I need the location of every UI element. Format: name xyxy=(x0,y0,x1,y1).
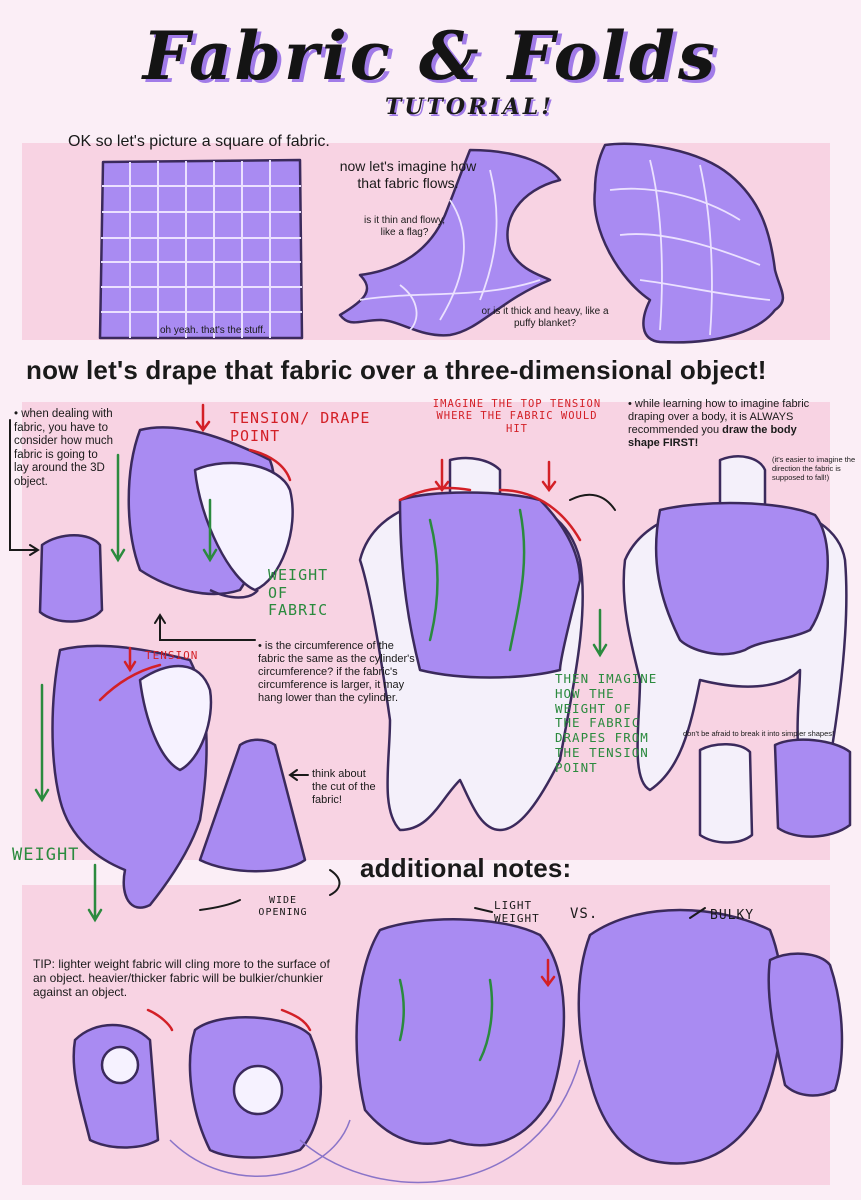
learning-note-plain: • while learning how to imagine fabric d… xyxy=(628,398,810,436)
drape-heading: now let's drape that fabric over a three… xyxy=(26,355,767,385)
light-drape-ball xyxy=(100,1045,140,1085)
intro-text: OK so let's picture a square of fabric. xyxy=(68,133,330,150)
notes-heading: additional notes: xyxy=(360,853,572,883)
light-drape xyxy=(72,1023,160,1149)
page-title: Fabric & Folds xyxy=(142,17,719,95)
imagine-top-label: IMAGINE THE TOP TENSION WHERE THE FABRIC… xyxy=(432,398,602,435)
bulky-label-arrow xyxy=(689,907,706,919)
thin-question: is it thin and flowy, like a flag? xyxy=(364,215,445,238)
cut-note: think about the cut of the fabric! xyxy=(312,768,376,806)
tension-drape-label: TENSION/ DRAPE POINT xyxy=(230,409,371,445)
tension-arrow-2 xyxy=(123,646,137,673)
small-cylinder xyxy=(38,534,104,623)
body-arrow xyxy=(569,493,616,511)
learning-note-bold: draw the body shape FIRST! xyxy=(628,423,797,449)
weight-arrow-1 xyxy=(110,453,126,563)
tension-arrow-1 xyxy=(195,403,211,433)
wide-opening-label: WIDE OPENING xyxy=(258,895,308,918)
bulky-sleeve xyxy=(767,952,844,1097)
torso-shirt xyxy=(398,491,582,679)
weight-arrow-4 xyxy=(87,863,103,923)
vs-label: VS. xyxy=(570,906,599,922)
weight-label: WEIGHT xyxy=(12,845,80,865)
learning-note: • while learning how to imagine fabric d… xyxy=(628,398,813,450)
fabric-blanket xyxy=(593,142,785,344)
tension-arrow-3 xyxy=(434,458,450,493)
weight-arrow-5 xyxy=(592,608,608,658)
weight-arrow-3 xyxy=(34,683,50,803)
square-caption: oh yeah. that's the stuff. xyxy=(160,325,266,336)
fabric-grid xyxy=(101,160,302,338)
simpler-note: don't be afraid to break it into simpler… xyxy=(683,729,835,738)
skirt-cone xyxy=(198,738,307,873)
cut-arrow xyxy=(288,769,309,781)
weight-arrow-2 xyxy=(202,498,218,563)
bulky-outfit xyxy=(577,908,784,1165)
circumference-connector xyxy=(154,613,256,641)
flow-text: now let's imagine how that fabric flows. xyxy=(339,158,477,191)
light-weight-label: LIGHT WEIGHT xyxy=(494,899,540,925)
compare-arc-2 xyxy=(299,1059,581,1184)
light-label-arrow xyxy=(474,907,493,913)
simple-cylinder-fabric xyxy=(773,738,852,838)
weight-of-fabric-label: WEIGHT OF FABRIC xyxy=(268,566,329,620)
simple-cylinder-plain xyxy=(698,743,754,844)
easier-note: (it's easier to imagine the direction th… xyxy=(772,455,856,482)
light-outfit xyxy=(355,918,566,1147)
tension-label: TENSION xyxy=(145,649,199,662)
bulky-label: BULKY xyxy=(710,908,755,923)
circumference-note: • is the circumference of the fabric the… xyxy=(258,640,415,704)
tension-arrow-4 xyxy=(541,460,557,493)
tip-note: TIP: lighter weight fabric will cling mo… xyxy=(33,957,330,1000)
fabric-square xyxy=(98,158,304,340)
then-imagine-label: THEN IMAGINE HOW THE WEIGHT OF THE FABRI… xyxy=(555,671,658,775)
dealing-note: • when dealing with fabric, you have to … xyxy=(14,408,114,488)
body-shirt xyxy=(654,501,829,656)
dealing-connector xyxy=(9,419,40,556)
thick-question: or is it thick and heavy, like a puffy b… xyxy=(481,306,609,329)
page-subtitle: TUTORIAL! xyxy=(385,94,554,120)
bulky-drape-ball xyxy=(232,1064,284,1116)
compare-arc-1 xyxy=(169,1119,351,1177)
